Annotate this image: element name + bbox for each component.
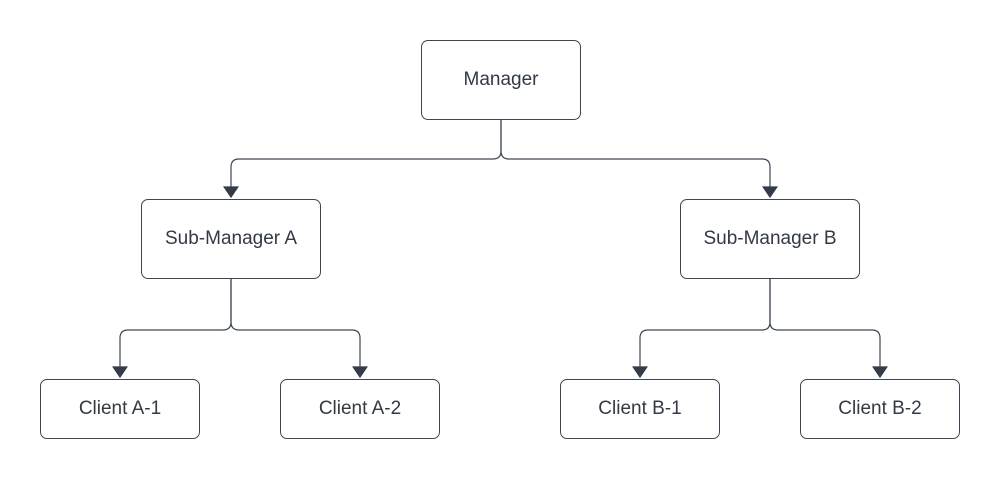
connector-manager-to-sub-b bbox=[500, 120, 778, 199]
connector-sub-b-to-client-b2 bbox=[769, 279, 888, 379]
node-sub-manager-b[interactable]: Sub-Manager B bbox=[680, 199, 860, 279]
connector-sub-a-to-client-a1 bbox=[112, 279, 232, 379]
node-client-a1-label: Client A-1 bbox=[78, 397, 162, 419]
node-client-b1[interactable]: Client B-1 bbox=[560, 379, 720, 439]
node-manager-label: Manager bbox=[463, 68, 539, 90]
node-manager[interactable]: Manager bbox=[421, 40, 581, 120]
connector-manager-to-sub-a bbox=[223, 120, 502, 199]
node-client-a2[interactable]: Client A-2 bbox=[280, 379, 440, 439]
node-client-b2-label: Client B-2 bbox=[838, 397, 922, 419]
connector-sub-a-to-client-a2 bbox=[230, 279, 368, 379]
node-client-a2-label: Client A-2 bbox=[318, 397, 402, 419]
node-sub-manager-b-label: Sub-Manager B bbox=[703, 227, 837, 249]
node-client-b2[interactable]: Client B-2 bbox=[800, 379, 960, 439]
node-sub-manager-a[interactable]: Sub-Manager A bbox=[141, 199, 321, 279]
node-client-b1-label: Client B-1 bbox=[598, 397, 682, 419]
node-sub-manager-a-label: Sub-Manager A bbox=[164, 227, 298, 249]
node-client-a1[interactable]: Client A-1 bbox=[40, 379, 200, 439]
connector-sub-b-to-client-b1 bbox=[632, 279, 771, 379]
